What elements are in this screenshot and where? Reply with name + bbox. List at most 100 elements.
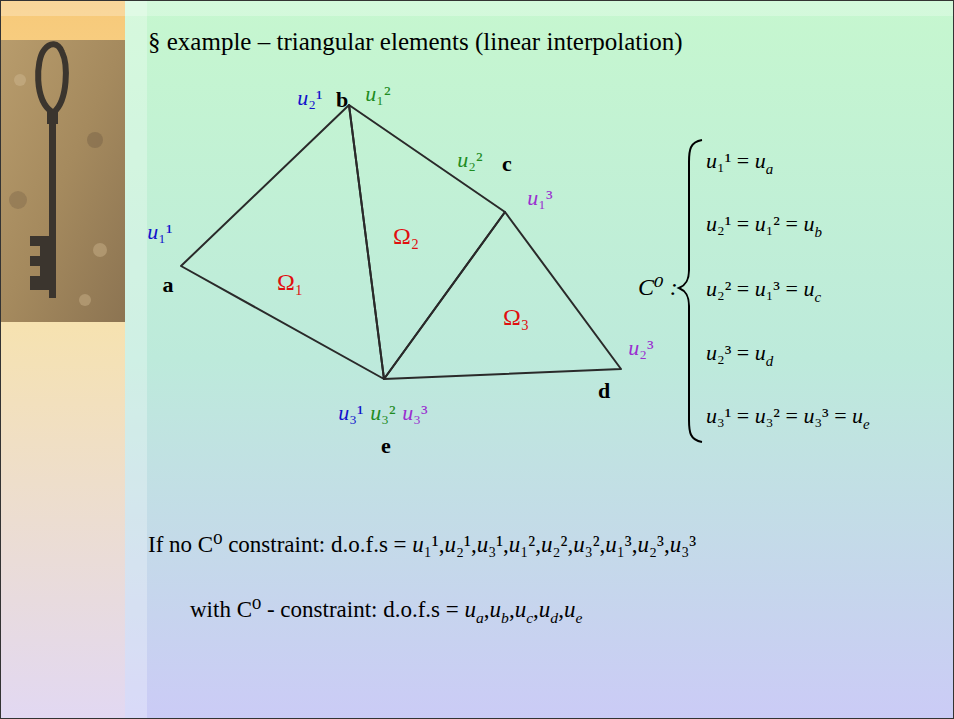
photo-speck [9, 191, 27, 209]
math-text: ₃² = [766, 403, 804, 428]
variable-letter: u [444, 532, 456, 557]
variable-letter: u [402, 400, 413, 425]
math-text: ₁¹, [424, 532, 445, 557]
variable-subscript: c [526, 609, 533, 626]
variable-letter: u [706, 276, 717, 301]
variable-letter: u [477, 532, 489, 557]
variable-letter: u [465, 597, 477, 622]
element-label: Ω₁ [277, 269, 303, 297]
triangle-edge [349, 105, 505, 379]
vertex-letter: d [598, 378, 610, 403]
variable-letter: u [755, 276, 766, 301]
math-text: ₂¹, [456, 532, 477, 557]
variable-letter: u [706, 211, 717, 236]
variable-letter: u [564, 597, 576, 622]
variable-letter: u [670, 532, 682, 557]
constraint-equation: u₁¹ = ua [706, 148, 773, 178]
variable-letter: u [706, 340, 717, 365]
variable-letter: u [755, 403, 766, 428]
math-text: ₁¹ [158, 219, 172, 244]
math-text: ₃¹ = [717, 403, 755, 428]
variable-letter: u [338, 400, 349, 425]
math-text: ₁² = [766, 211, 804, 236]
variable-letter: u [412, 532, 424, 557]
key-photo [0, 40, 125, 322]
variable-letter: u [147, 219, 158, 244]
variable-subscript: e [575, 609, 582, 626]
math-text: ₂³, [649, 532, 670, 557]
math-text: ₂³ = [717, 340, 755, 365]
variable-subscript: b [501, 609, 509, 626]
variable-letter: u [527, 185, 538, 210]
math-text: ₃³ [681, 532, 696, 557]
variable-letter: u [803, 276, 814, 301]
variable-letter: u [457, 147, 468, 172]
math-text: ₂² = [717, 276, 755, 301]
triangle-element: Ω₁ [177, 101, 388, 383]
variable-letter: u [706, 148, 717, 173]
math-text: ₂², [553, 532, 574, 557]
math-text: ₁¹ = [717, 148, 755, 173]
variable-subscript: a [476, 609, 484, 626]
math-text: ₁³ = [766, 276, 804, 301]
math-text: If no C⁰ constraint: d.o.f.s = [148, 532, 412, 557]
vertex-letter: c [502, 151, 512, 176]
variable-letter: u [755, 211, 766, 236]
node-variable: u₃³ [402, 400, 427, 425]
constraint-equation: u₂³ = ud [706, 340, 773, 370]
photo-speck [14, 74, 26, 86]
math-text: ₃¹ [349, 400, 363, 425]
math-text: ₃¹, [488, 532, 509, 557]
node-variable: u₂² [457, 147, 482, 172]
math-text: , [509, 597, 515, 622]
variable-subscript: a [766, 161, 773, 177]
variable-letter: u [539, 597, 551, 622]
math-text: , [484, 597, 490, 622]
key-collar [47, 110, 58, 124]
variable-letter: u [638, 532, 650, 557]
node-variable: u₂³ [628, 335, 653, 360]
variable-letter: u [803, 211, 814, 236]
top-stripe [0, 0, 954, 16]
key-bow [38, 44, 66, 112]
variable-letter: u [365, 81, 376, 106]
node-variable: u₁³ [527, 185, 552, 210]
triangle-outline [177, 101, 388, 383]
key-bit [30, 236, 49, 290]
math-text: ₂¹ = [717, 211, 755, 236]
constraint-equation: u₂² = u₁³ = uc [706, 276, 821, 306]
photo-ground [0, 40, 125, 322]
math-text: ₃³ = [814, 403, 852, 428]
math-text: ₃² [381, 400, 395, 425]
dof-statement: If no C⁰ constraint: d.o.f.s = u₁¹,u₂¹,u… [148, 532, 696, 558]
math-text: ₁², [520, 532, 541, 557]
constraint-equation: u₂¹ = u₁² = ub [706, 211, 822, 241]
vertex-letter: e [381, 433, 391, 458]
key-shaft [49, 122, 56, 298]
continuity-symbol: C⁰ : [638, 274, 678, 302]
vertex-letter: b [336, 87, 348, 112]
math-text: ₃³ [413, 400, 427, 425]
side-band [0, 0, 125, 719]
triangle-edge [384, 212, 621, 379]
variable-subscript: d [766, 353, 773, 369]
math-text: , [533, 597, 539, 622]
variable-letter: u [605, 532, 617, 557]
variable-letter: u [852, 403, 863, 428]
node-variable: u₃¹ [338, 400, 363, 425]
math-text: ₁³, [617, 532, 638, 557]
node-variable: u₂¹ [297, 85, 322, 110]
variable-letter: u [755, 340, 766, 365]
math-text: with C⁰ - constraint: d.o.f.s = [190, 597, 465, 622]
math-text: ₂² [468, 147, 482, 172]
curly-brace [679, 140, 702, 442]
math-text: ₂¹ [308, 85, 322, 110]
variable-letter: u [755, 148, 766, 173]
element-label: Ω₂ [393, 223, 419, 251]
photo-speck [93, 243, 107, 257]
variable-letter: u [541, 532, 553, 557]
node-variable: u₁² [365, 81, 390, 106]
math-text: ₂³ [639, 335, 653, 360]
dof-statement: with C⁰ - constraint: d.o.f.s = ua,ub,uc… [190, 597, 582, 627]
